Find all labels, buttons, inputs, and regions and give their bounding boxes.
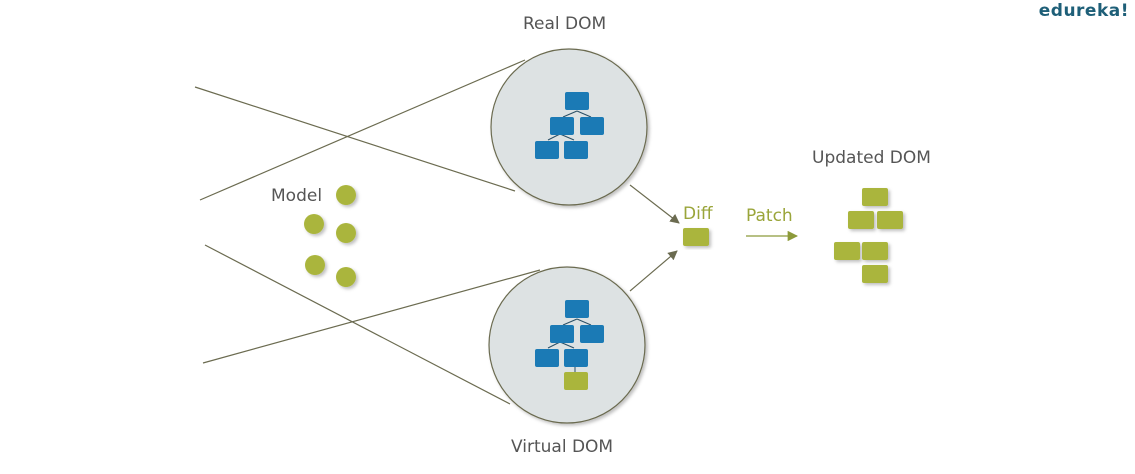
dom-node bbox=[862, 242, 888, 260]
dom-node bbox=[877, 211, 903, 229]
projection-lines bbox=[194, 59, 541, 405]
projection-line bbox=[204, 244, 511, 405]
model-dot bbox=[336, 185, 356, 205]
model-dot bbox=[305, 255, 325, 275]
real-dom-label: Real DOM bbox=[523, 14, 607, 34]
diff-node bbox=[683, 228, 709, 246]
updated-dom-tree bbox=[834, 188, 903, 283]
virtual-dom-label: Virtual DOM bbox=[511, 437, 614, 457]
dom-node bbox=[580, 117, 604, 135]
virtual-to-diff-arrow bbox=[629, 250, 678, 292]
model-dot bbox=[336, 267, 356, 287]
dom-node bbox=[580, 325, 604, 343]
dom-node bbox=[862, 265, 888, 283]
projection-line bbox=[194, 86, 516, 192]
dom-node bbox=[535, 349, 559, 367]
dom-node bbox=[535, 141, 559, 159]
model-dots bbox=[304, 185, 356, 287]
dom-node bbox=[550, 117, 574, 135]
projection-line bbox=[199, 59, 526, 201]
model-dot bbox=[336, 223, 356, 243]
brand-logo: edureka! bbox=[1038, 1, 1129, 21]
virtual-dom-tree bbox=[535, 300, 604, 390]
model-label: Model bbox=[271, 186, 323, 206]
dom-node bbox=[565, 300, 589, 318]
dom-node bbox=[834, 242, 860, 260]
dom-node bbox=[862, 188, 888, 206]
real-to-diff-arrow bbox=[629, 184, 680, 224]
model-dot bbox=[304, 214, 324, 234]
patch-label: Patch bbox=[746, 206, 793, 226]
real-dom-tree bbox=[535, 92, 604, 159]
dom-node bbox=[848, 211, 874, 229]
changed-dom-node bbox=[564, 372, 588, 390]
diff-label: Diff bbox=[683, 204, 713, 224]
projection-line bbox=[202, 269, 541, 364]
dom-node bbox=[565, 92, 589, 110]
updated-dom-label: Updated DOM bbox=[812, 148, 931, 168]
dom-node bbox=[564, 349, 588, 367]
dom-node bbox=[564, 141, 588, 159]
dom-node bbox=[550, 325, 574, 343]
